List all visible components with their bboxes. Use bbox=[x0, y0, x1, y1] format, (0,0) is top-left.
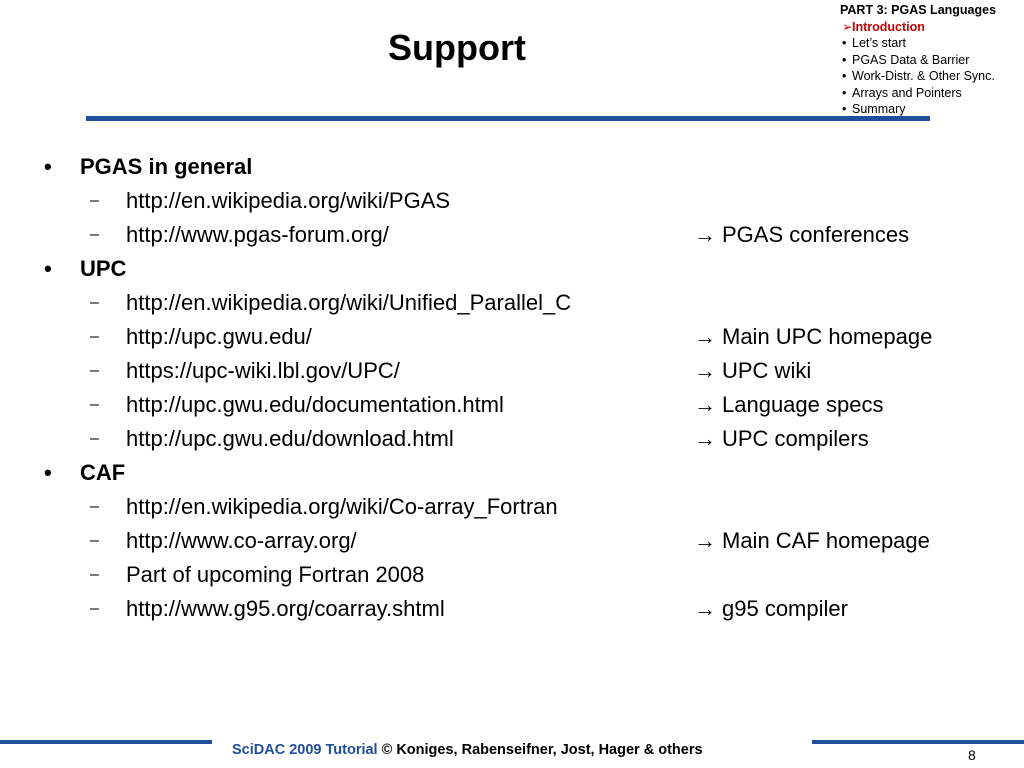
resource-link[interactable]: http://www.g95.org/coarray.shtml bbox=[126, 596, 445, 621]
bullet-icon: • bbox=[842, 85, 847, 100]
section-heading-row: • CAF bbox=[40, 456, 1000, 490]
resource-note: →Main CAF homepage bbox=[694, 524, 930, 558]
outline-item-pgas-data-barrier: • PGAS Data & Barrier bbox=[836, 52, 1024, 69]
resource-note: →g95 compiler bbox=[694, 592, 848, 626]
resource-note-text: Main CAF homepage bbox=[722, 528, 930, 553]
page-number: 8 bbox=[968, 747, 976, 763]
outline-item-introduction: ➢Introduction bbox=[836, 19, 1024, 36]
outline-item-label: Work-Distr. & Other Sync. bbox=[852, 69, 995, 83]
resource-note: →Language specs bbox=[694, 388, 883, 422]
footer-divider-right bbox=[812, 740, 1024, 744]
list-item: – http://upc.gwu.edu/documentation.html →L… bbox=[40, 388, 1000, 422]
outline-item-let-s-start: • Let’s start bbox=[836, 35, 1024, 52]
outline-item-label: Summary bbox=[852, 102, 906, 116]
footer-divider-left bbox=[0, 740, 212, 744]
resource-link[interactable]: http://upc.gwu.edu/documentation.html bbox=[126, 392, 504, 417]
arrow-right-icon: → bbox=[694, 358, 716, 383]
resource-note: →Main UPC homepage bbox=[694, 320, 932, 354]
arrow-right-icon: → bbox=[694, 324, 716, 349]
dash-icon: – bbox=[90, 396, 99, 413]
outline-item-label: PGAS Data & Barrier bbox=[852, 52, 970, 67]
resource-link[interactable]: http://upc.gwu.edu/ bbox=[126, 324, 312, 349]
resource-note: →PGAS conferences bbox=[694, 218, 909, 252]
bullet-icon: • bbox=[842, 36, 847, 50]
slide-title: Support bbox=[388, 27, 526, 68]
arrow-right-icon: → bbox=[694, 392, 716, 417]
resource-note-text: PGAS conferences bbox=[722, 222, 910, 247]
dash-icon: – bbox=[90, 226, 99, 243]
list-item: – http://www.co-array.org/ →Main CAF homep… bbox=[40, 524, 1000, 558]
outline-item-arrays-and-pointers: • Arrays and Pointers bbox=[836, 85, 1024, 102]
resource-link[interactable]: https://upc-wiki.lbl.gov/UPC/ bbox=[126, 358, 400, 383]
list-item: – http://www.g95.org/coarray.shtml →g95 co… bbox=[40, 592, 1000, 626]
list-item: – http://en.wikipedia.org/wiki/Unified_Pa… bbox=[40, 286, 1000, 320]
outline-panel: PART 3: PGAS Languages ➢Introduction•Let… bbox=[836, 2, 1024, 118]
bullet-icon: • bbox=[842, 102, 847, 116]
resource-note: →UPC compilers bbox=[694, 422, 869, 456]
outline-item-summary: • Summary bbox=[836, 101, 1024, 118]
bullet-icon: • bbox=[842, 52, 847, 67]
current-marker-icon: ➢ bbox=[842, 19, 853, 34]
resource-note-text: g95 compiler bbox=[722, 596, 848, 621]
resource-note: →UPC wiki bbox=[694, 354, 811, 388]
list-item: – http://en.wikipedia.org/wiki/PGAS bbox=[40, 184, 1000, 218]
outline-item-work-distr-other-sync: • Work-Distr. & Other Sync. bbox=[836, 68, 1024, 85]
outline-item-label: Arrays and Pointers bbox=[852, 85, 962, 100]
resource-link[interactable]: http://upc.gwu.edu/download.html bbox=[126, 426, 454, 451]
list-item: – https://upc-wiki.lbl.gov/UPC/ →UPC wiki bbox=[40, 354, 1000, 388]
resource-link[interactable]: http://en.wikipedia.org/wiki/PGAS bbox=[126, 188, 451, 213]
arrow-right-icon: → bbox=[694, 426, 716, 451]
arrow-right-icon: → bbox=[694, 528, 716, 553]
resource-link[interactable]: http://en.wikipedia.org/wiki/Unified_Par… bbox=[126, 290, 572, 315]
outline-list: ➢Introduction•Let’s start•PGAS Data & Ba… bbox=[836, 19, 1024, 118]
footer-authors: © Koniges, Rabenseifner, Jost, Hager & o… bbox=[377, 742, 703, 758]
section-heading: CAF bbox=[80, 460, 126, 485]
resource-link[interactable]: http://en.wikipedia.org/wiki/Co-array_Fo… bbox=[126, 494, 558, 519]
dash-icon: – bbox=[90, 532, 99, 549]
outline-item-label: Introduction bbox=[852, 19, 925, 34]
dash-icon: – bbox=[90, 498, 99, 515]
bullet-icon: • bbox=[44, 256, 52, 281]
section-heading-row: • UPC bbox=[40, 252, 1000, 286]
list-item: – http://www.pgas-forum.org/ →PGAS confere… bbox=[40, 218, 1000, 252]
section-heading: UPC bbox=[80, 256, 127, 281]
list-item: – Part of upcoming Fortran 2008 bbox=[40, 558, 1000, 592]
dash-icon: – bbox=[90, 430, 99, 447]
bullet-icon: • bbox=[44, 154, 52, 179]
list-item: – http://upc.gwu.edu/download.html →UPC co… bbox=[40, 422, 1000, 456]
dash-icon: – bbox=[90, 192, 99, 209]
resource-note-text: Main UPC homepage bbox=[722, 324, 933, 349]
dash-icon: – bbox=[90, 362, 99, 379]
bullet-icon: • bbox=[842, 69, 847, 83]
slide-content: • PGAS in general – http://en.wikipedia.org… bbox=[40, 150, 1000, 626]
footer-brand: SciDAC 2009 Tutorial bbox=[232, 742, 378, 758]
list-item: – http://en.wikipedia.org/wiki/Co-array_F… bbox=[40, 490, 1000, 524]
outline-heading: PART 3: PGAS Languages bbox=[840, 3, 997, 17]
resource-note-text: Language specs bbox=[722, 392, 884, 417]
footer-credits: SciDAC 2009 Tutorial © Koniges, Rabensei… bbox=[232, 740, 703, 760]
list-item: – http://upc.gwu.edu/ →Main UPC homepage bbox=[40, 320, 1000, 354]
section-heading-row: • PGAS in general bbox=[40, 150, 1000, 184]
dash-icon: – bbox=[90, 328, 99, 345]
dash-icon: – bbox=[90, 294, 99, 311]
outline-item-label: Let’s start bbox=[852, 36, 906, 50]
arrow-right-icon: → bbox=[694, 596, 716, 621]
arrow-right-icon: → bbox=[694, 222, 716, 247]
resource-link[interactable]: http://www.co-array.org/ bbox=[126, 528, 357, 553]
title-divider bbox=[86, 116, 930, 121]
section-heading: PGAS in general bbox=[80, 154, 253, 179]
resource-link[interactable]: http://www.pgas-forum.org/ bbox=[126, 222, 389, 247]
dash-icon: – bbox=[90, 566, 99, 583]
bullet-icon: • bbox=[44, 460, 52, 485]
resource-note-text: UPC wiki bbox=[722, 358, 812, 383]
dash-icon: – bbox=[90, 600, 99, 617]
resource-note-text: UPC compilers bbox=[722, 426, 869, 451]
list-item-text: Part of upcoming Fortran 2008 bbox=[126, 562, 425, 587]
